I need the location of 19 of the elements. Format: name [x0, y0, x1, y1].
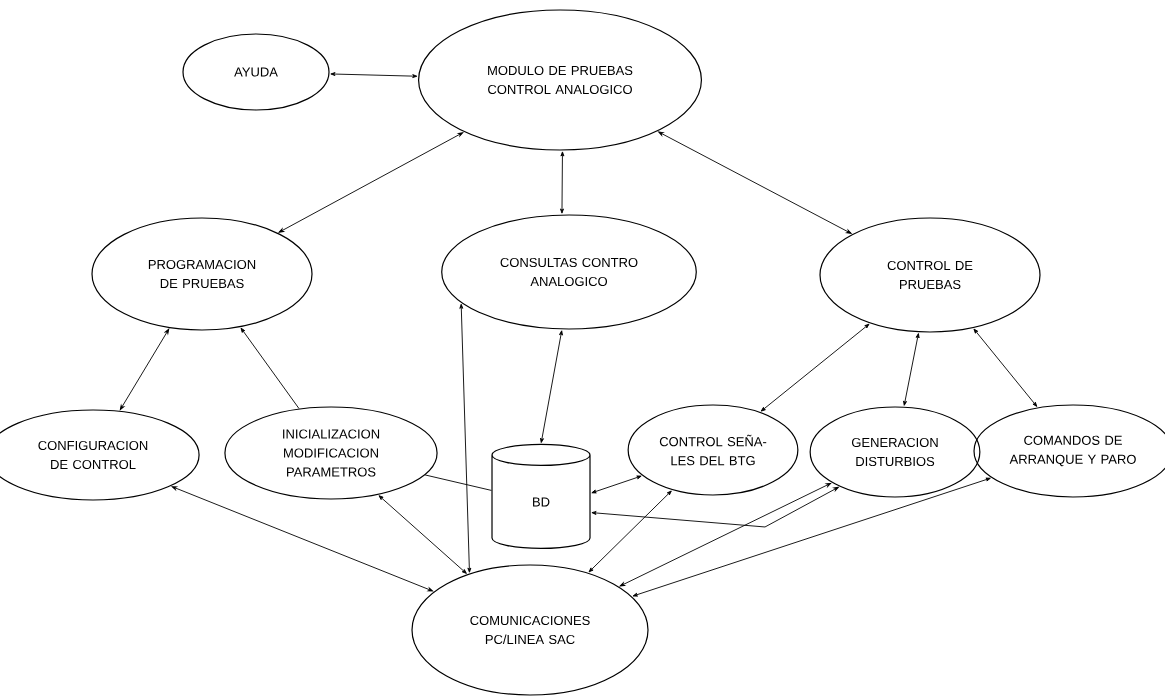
arrow	[119, 328, 170, 411]
arrow	[240, 327, 300, 409]
arrow	[378, 495, 467, 574]
arrow	[760, 323, 870, 412]
arrow	[588, 490, 672, 573]
arrow	[591, 486, 839, 528]
arrow	[278, 132, 464, 233]
arrow	[903, 333, 920, 406]
arrow	[330, 72, 418, 79]
arrow	[619, 482, 832, 587]
arrow	[540, 330, 563, 443]
arrow	[560, 151, 565, 214]
arrow	[658, 131, 852, 234]
arrow	[591, 475, 642, 494]
arrow	[973, 328, 1038, 407]
arrow	[459, 303, 472, 573]
arrow	[632, 477, 991, 597]
database-cylinder: BD	[491, 443, 591, 550]
arrow	[171, 486, 434, 592]
